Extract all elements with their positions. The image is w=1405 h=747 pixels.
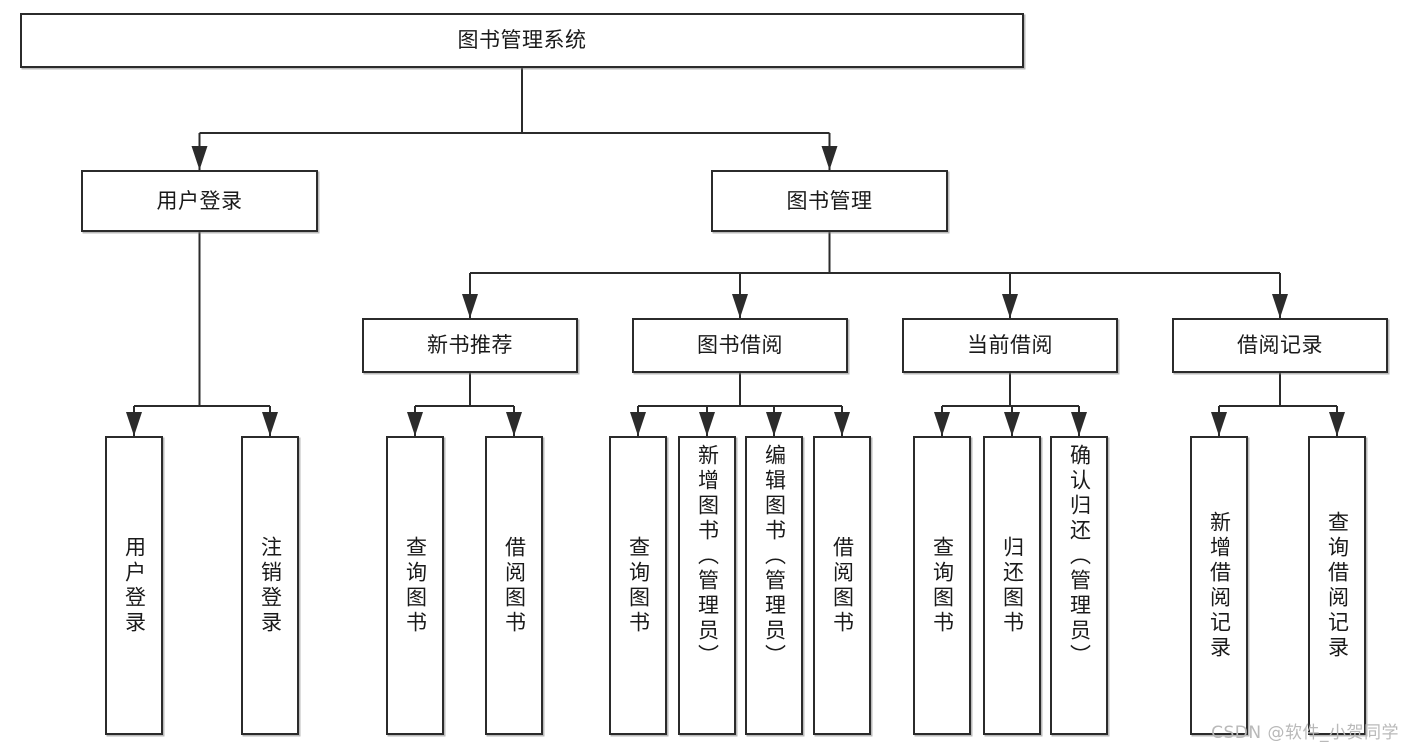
node-leaf-edit-book[interactable]: 编辑图书（管理员） (745, 436, 803, 735)
node-label-book-borrow: 图书借阅 (697, 333, 783, 358)
arrowhead-leaf-query-rec (1329, 412, 1345, 436)
arrowhead-leaf-add-rec (1211, 412, 1227, 436)
node-borrow-record[interactable]: 借阅记录 (1172, 318, 1388, 373)
node-leaf-user-login[interactable]: 用户登录 (105, 436, 163, 735)
node-label-leaf-logout: 注销登录 (258, 535, 283, 636)
arrowhead-borrow-record (1272, 294, 1288, 318)
node-label-leaf-add-book: 新增图书（管理员） (695, 444, 720, 669)
arrowhead-leaf-query-1 (407, 412, 423, 436)
arrowhead-leaf-user-login (126, 412, 142, 436)
node-leaf-borrow-1[interactable]: 借阅图书 (485, 436, 543, 735)
arrowhead-leaf-query-2 (630, 412, 646, 436)
arrowhead-leaf-query-3 (934, 412, 950, 436)
arrowhead-leaf-edit-book (766, 412, 782, 436)
node-label-borrow-record: 借阅记录 (1237, 333, 1323, 358)
node-label-leaf-borrow-2: 借阅图书 (830, 535, 855, 636)
node-new-book-rec[interactable]: 新书推荐 (362, 318, 578, 373)
node-label-leaf-query-1: 查询图书 (403, 535, 428, 636)
node-root[interactable]: 图书管理系统 (20, 13, 1024, 68)
node-current-borrow[interactable]: 当前借阅 (902, 318, 1118, 373)
node-leaf-confirm[interactable]: 确认归还（管理员） (1050, 436, 1108, 735)
node-leaf-query-1[interactable]: 查询图书 (386, 436, 444, 735)
arrowhead-leaf-confirm (1071, 412, 1087, 436)
node-book-manage[interactable]: 图书管理 (711, 170, 948, 232)
node-label-leaf-query-2: 查询图书 (626, 535, 651, 636)
node-label-book-manage: 图书管理 (786, 188, 873, 213)
arrowhead-leaf-borrow-1 (506, 412, 522, 436)
node-leaf-query-2[interactable]: 查询图书 (609, 436, 667, 735)
node-label-leaf-edit-book: 编辑图书（管理员） (762, 444, 787, 669)
arrowhead-leaf-return (1004, 412, 1020, 436)
arrowhead-leaf-add-book (699, 412, 715, 436)
node-leaf-add-rec[interactable]: 新增借阅记录 (1190, 436, 1248, 735)
arrowhead-book-manage (821, 146, 838, 170)
arrowhead-current-borrow (1002, 294, 1018, 318)
node-label-root: 图书管理系统 (457, 28, 587, 53)
node-leaf-logout[interactable]: 注销登录 (241, 436, 299, 735)
arrowhead-user-login (191, 146, 208, 170)
node-label-leaf-borrow-1: 借阅图书 (502, 535, 527, 636)
node-leaf-borrow-2[interactable]: 借阅图书 (813, 436, 871, 735)
node-leaf-query-3[interactable]: 查询图书 (913, 436, 971, 735)
arrowhead-new-book-rec (462, 294, 478, 318)
node-label-leaf-query-rec: 查询借阅记录 (1325, 510, 1350, 661)
arrowhead-book-borrow (732, 294, 748, 318)
node-label-leaf-return: 归还图书 (1000, 535, 1025, 636)
node-label-leaf-query-3: 查询图书 (930, 535, 955, 636)
arrowhead-leaf-borrow-2 (834, 412, 850, 436)
node-label-leaf-user-login: 用户登录 (122, 535, 147, 636)
node-label-leaf-add-rec: 新增借阅记录 (1207, 510, 1232, 661)
node-leaf-return[interactable]: 归还图书 (983, 436, 1041, 735)
arrowhead-leaf-logout (262, 412, 278, 436)
node-leaf-add-book[interactable]: 新增图书（管理员） (678, 436, 736, 735)
node-label-user-login: 用户登录 (156, 188, 243, 213)
node-label-leaf-confirm: 确认归还（管理员） (1067, 444, 1092, 669)
node-leaf-query-rec[interactable]: 查询借阅记录 (1308, 436, 1366, 735)
node-label-current-borrow: 当前借阅 (967, 333, 1053, 358)
node-book-borrow[interactable]: 图书借阅 (632, 318, 848, 373)
node-label-new-book-rec: 新书推荐 (427, 333, 513, 358)
node-user-login[interactable]: 用户登录 (81, 170, 318, 232)
